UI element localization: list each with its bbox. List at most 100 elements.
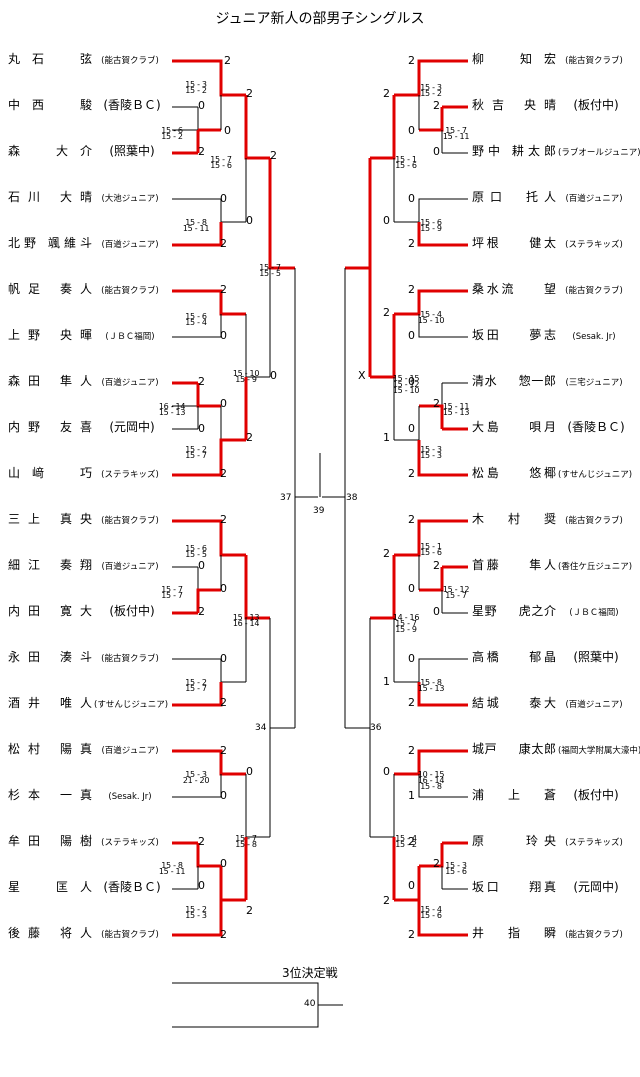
set-count: 1 bbox=[383, 675, 390, 688]
game-score: 15 - 7 15 - 7 bbox=[161, 585, 183, 600]
player-team: (香陵ＢＣ) bbox=[103, 880, 161, 894]
game-score: 15 - 6 15 - 5 bbox=[185, 544, 207, 559]
set-count: 0 bbox=[220, 397, 227, 410]
set-count: 0 bbox=[220, 329, 227, 342]
set-count: 2 bbox=[408, 54, 415, 67]
right-player-row: 柳 知 宏(能古賀クラブ) bbox=[472, 52, 630, 68]
player-name: 中 西 駿 bbox=[8, 98, 92, 112]
player-team: (板付中) bbox=[573, 98, 619, 112]
bracket-line bbox=[198, 198, 246, 223]
left-player-row: 永田 湊斗(能古賀クラブ) bbox=[8, 650, 166, 666]
player-team: (ＪＢＣ福岡) bbox=[105, 332, 155, 342]
player-name: 内田 寛大 bbox=[8, 604, 92, 618]
winner-line bbox=[198, 289, 246, 316]
player-team: (照葉中) bbox=[573, 650, 619, 664]
set-count: 0 bbox=[408, 422, 415, 435]
player-name: 後藤 将人 bbox=[8, 926, 92, 940]
player-team: (百道ジュニア) bbox=[101, 746, 159, 756]
set-count: 2 bbox=[220, 928, 227, 941]
game-score: 15 - 15 15 - 12 15 - 10 bbox=[392, 374, 420, 395]
left-player-row: 内田 寛大(板付中) bbox=[8, 604, 170, 618]
player-team: (ステラキッズ) bbox=[565, 240, 623, 250]
set-count: 2 bbox=[433, 99, 440, 112]
player-team: (能古賀クラブ) bbox=[565, 930, 623, 940]
game-score: 10 - 15 16 - 14 15 - 8 bbox=[417, 770, 445, 791]
winner-line bbox=[244, 95, 270, 160]
player-team: (能古賀クラブ) bbox=[101, 654, 159, 664]
player-name: 井 指 瞬 bbox=[472, 926, 556, 940]
game-score: 15 - 3 15 - 3 bbox=[420, 445, 442, 460]
set-count: 2 bbox=[383, 894, 390, 907]
right-player-row: 坂口 翔真(元岡中) bbox=[472, 880, 634, 894]
set-count: 0 bbox=[246, 765, 253, 778]
player-team: (能古賀クラブ) bbox=[101, 930, 159, 940]
player-name: 杉本 一真 bbox=[8, 788, 92, 802]
right-player-row: 原 玲 央(ステラキッズ) bbox=[472, 834, 630, 850]
match-number: 39 bbox=[313, 506, 325, 516]
bracket-line bbox=[345, 618, 371, 729]
right-player-row: 結城 泰大(百道ジュニア) bbox=[472, 696, 630, 712]
winner-line bbox=[370, 555, 396, 620]
player-team: (能古賀クラブ) bbox=[565, 516, 623, 526]
bracket-line bbox=[394, 198, 442, 223]
right-player-row: 原 口 托 人(百道ジュニア) bbox=[472, 190, 630, 206]
player-name: 大島 唄月 bbox=[472, 420, 556, 434]
right-player-row: 大島 唄月(香陵ＢＣ) bbox=[472, 420, 634, 434]
third-place-label: 3位決定戦 bbox=[282, 966, 338, 980]
bracket-line bbox=[245, 774, 270, 838]
set-count: 0 bbox=[433, 605, 440, 618]
set-count: 2 bbox=[270, 149, 277, 162]
game-score: 15 - 8 15 - 13 bbox=[417, 678, 445, 693]
right-player-row: 首藤 隼人(香住ケ丘ジュニア) bbox=[472, 558, 632, 574]
winner-line bbox=[394, 866, 421, 902]
left-player-row: 帆足 奏人(能古賀クラブ) bbox=[8, 282, 166, 298]
game-score: 15 - 2 15 - 7 bbox=[185, 678, 207, 693]
winner-line bbox=[198, 222, 223, 247]
player-team: (大池ジュニア) bbox=[101, 194, 159, 204]
player-name: 星 匡 人 bbox=[8, 880, 92, 894]
set-count: 2 bbox=[198, 375, 205, 388]
right-player-row: 浦 上 蒼(板付中) bbox=[472, 788, 634, 802]
player-team: (すせんじジュニア) bbox=[94, 700, 169, 710]
winner-line bbox=[198, 438, 246, 477]
game-score: 15 - 3 15 - 2 bbox=[185, 80, 207, 95]
game-score: 16 - 14 15 - 13 bbox=[158, 402, 186, 417]
set-count: 2 bbox=[220, 467, 227, 480]
player-team: (Sesak. Jr) bbox=[572, 332, 616, 342]
winner-line bbox=[417, 440, 442, 477]
right-player-row: 坪根 健太(ステラキッズ) bbox=[472, 236, 630, 252]
game-score: 15 - 3 15 - 2 bbox=[420, 83, 442, 98]
bracket-line bbox=[198, 314, 222, 338]
game-score: 15 - 3 21 - 20 bbox=[182, 770, 210, 785]
set-count: 0 bbox=[408, 375, 415, 388]
right-player-row: 城戸 康太郎(福岡大学附属大濠中) bbox=[472, 742, 640, 758]
game-score: 15 - 4 15 - 10 bbox=[417, 310, 445, 325]
left-player-row: 松村 陽真 (百道ジュニア) bbox=[8, 742, 166, 758]
bracket-line bbox=[394, 406, 420, 441]
game-score: 15 - 8 15 - 11 bbox=[182, 218, 210, 233]
player-name: 酒井 唯人 bbox=[8, 696, 92, 710]
set-count: 2 bbox=[246, 431, 253, 444]
player-team: (香陵ＢＣ) bbox=[103, 98, 161, 112]
set-count: 0 bbox=[408, 652, 415, 665]
match-number: 40 bbox=[304, 999, 316, 1009]
left-player-row: 上野 央暉(ＪＢＣ福岡) bbox=[8, 328, 166, 344]
player-team: (Sesak. Jr) bbox=[108, 792, 152, 802]
player-name: 首藤 隼人 bbox=[472, 558, 556, 572]
bracket-line bbox=[370, 774, 395, 838]
player-name: 松村 陽真 bbox=[8, 742, 92, 756]
right-player-row: 秋吉 央晴(板付中) bbox=[472, 98, 634, 112]
set-count: 1 bbox=[408, 789, 415, 802]
player-team: (元岡中) bbox=[109, 420, 155, 434]
set-count: 2 bbox=[383, 306, 390, 319]
player-name: 丸 石 弦 bbox=[8, 52, 92, 66]
match-number: 38 bbox=[346, 493, 358, 503]
game-score: 15 - 2 15 - 3 bbox=[185, 905, 207, 920]
right-player-row: 桑水流 望(能古賀クラブ) bbox=[472, 282, 630, 298]
game-score: 15 - 1 15 - 6 bbox=[420, 542, 442, 557]
player-name: 結城 泰大 bbox=[472, 696, 556, 710]
player-name: 清水 惣一郎 bbox=[472, 374, 556, 388]
set-count: 0 bbox=[408, 879, 415, 892]
player-team: (百道ジュニア) bbox=[101, 562, 159, 572]
